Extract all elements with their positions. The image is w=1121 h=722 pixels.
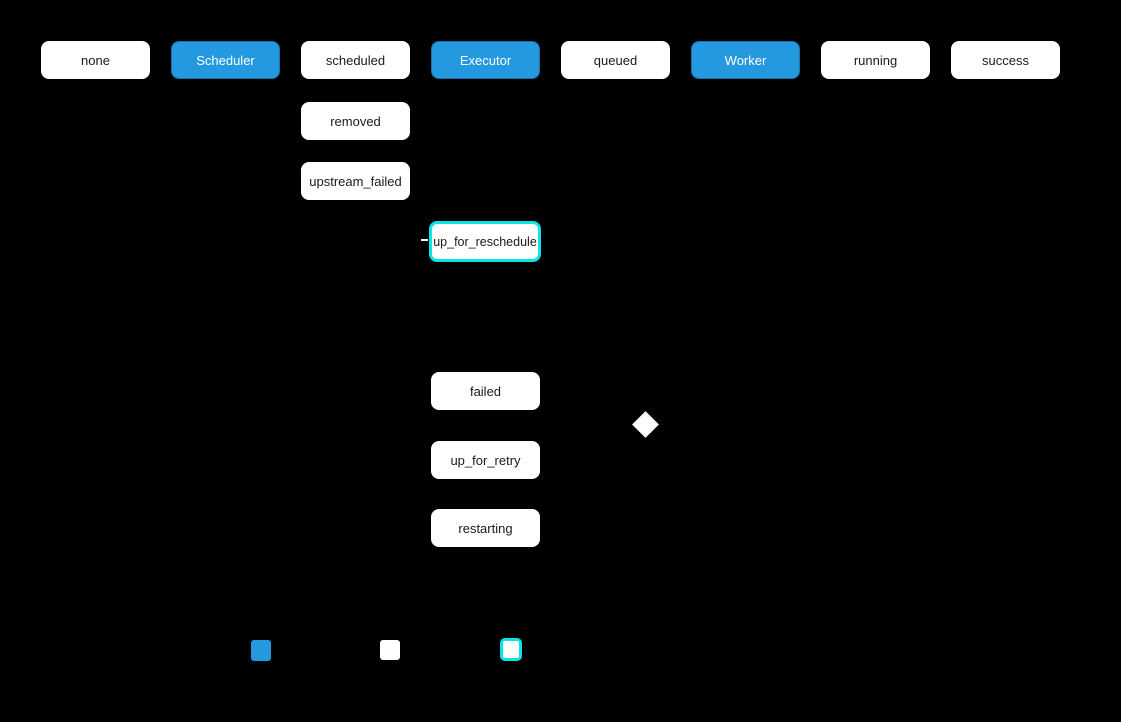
decision-diamond-icon — [632, 411, 659, 438]
node-running: running — [821, 41, 930, 79]
node-scheduled: scheduled — [301, 41, 410, 79]
node-restarting: restarting — [431, 509, 540, 547]
node-removed: removed — [301, 102, 410, 140]
legend-swatch-component — [251, 640, 271, 661]
node-upstream-failed: upstream_failed — [301, 162, 410, 200]
node-executor: Executor — [431, 41, 540, 79]
node-up-for-reschedule: up_for_reschedule — [429, 221, 541, 262]
node-queued: queued — [561, 41, 670, 79]
node-up-for-retry: up_for_retry — [431, 441, 540, 479]
legend-swatch-highlighted — [500, 638, 522, 661]
node-none: none — [41, 41, 150, 79]
edge-stub — [421, 239, 428, 241]
node-scheduler: Scheduler — [171, 41, 280, 79]
node-failed: failed — [431, 372, 540, 410]
node-worker: Worker — [691, 41, 800, 79]
node-success: success — [951, 41, 1060, 79]
legend-swatch-state — [380, 640, 400, 660]
